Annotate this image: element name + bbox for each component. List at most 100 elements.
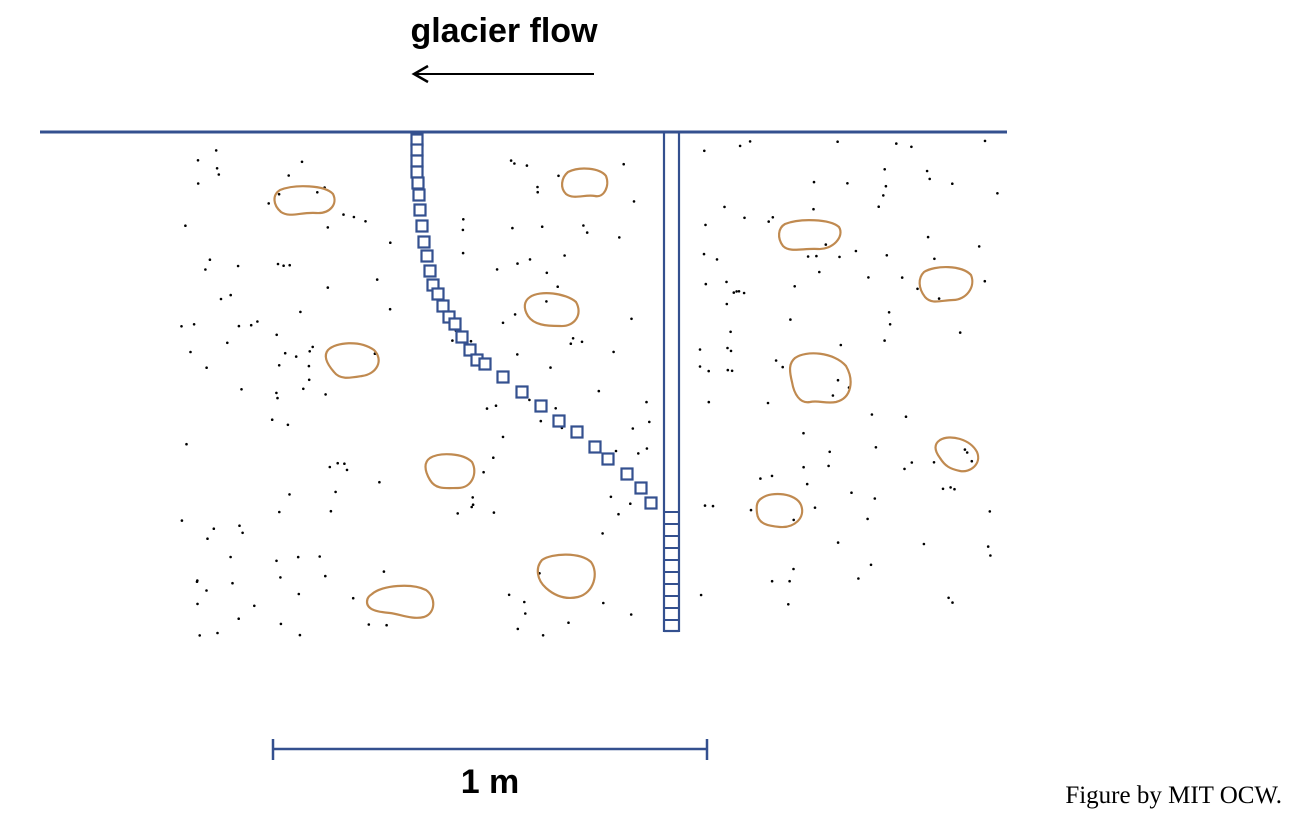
sediment-dot <box>352 215 356 219</box>
sediment-dot <box>874 446 878 449</box>
sediment-dot <box>645 400 648 404</box>
sediment-dot <box>237 324 241 328</box>
sediment-dot <box>288 263 292 267</box>
sediment-dot <box>977 245 981 248</box>
sediment-dot <box>511 226 514 230</box>
sediment-dot <box>771 216 775 219</box>
marker-square <box>534 399 548 413</box>
sediment-dot <box>214 149 218 152</box>
sediment-dot <box>916 287 919 291</box>
sediment-dot <box>904 415 908 419</box>
sediment-dot <box>276 396 279 400</box>
sediment-dot <box>781 365 784 369</box>
sediment-dot <box>857 577 860 580</box>
sediment-dot <box>983 279 987 283</box>
sediment-dot <box>557 174 560 178</box>
sediment-dot <box>597 389 601 393</box>
sediment-dot <box>536 190 539 194</box>
sediment-dot <box>184 224 187 227</box>
clast <box>523 292 580 328</box>
sediment-dot <box>385 623 388 627</box>
scale-label: 1 m <box>461 763 520 801</box>
sediment-dot <box>698 348 702 351</box>
sediment-dot <box>195 580 199 583</box>
marker-square <box>515 385 529 399</box>
sediment-dot <box>812 180 816 184</box>
sediment-dot <box>571 337 575 340</box>
sediment-dot <box>725 280 728 284</box>
sediment-dot <box>196 182 200 185</box>
sediment-dot <box>382 570 386 573</box>
marker-square <box>417 235 431 249</box>
sediment-dot <box>231 581 234 585</box>
sediment-dot <box>806 255 810 258</box>
sediment-dot <box>585 231 589 234</box>
sediment-dot <box>367 623 371 626</box>
sediment-dot <box>870 413 874 416</box>
sediment-dot <box>253 604 256 608</box>
marker-square <box>436 299 450 313</box>
sediment-dot <box>525 164 529 167</box>
sediment-dot <box>836 378 840 382</box>
sediment-dot <box>279 622 283 626</box>
sediment-dot <box>730 369 734 373</box>
sediment-dot <box>723 205 726 209</box>
sediment-dot <box>279 576 282 579</box>
sediment-dot <box>900 276 904 279</box>
sediment-dot <box>637 452 640 455</box>
sediment-dot <box>631 427 635 430</box>
clast <box>536 553 596 600</box>
sediment-dot <box>869 563 873 567</box>
sediment-dot <box>951 601 954 604</box>
sediment-dot <box>983 139 987 143</box>
sediment-dot <box>580 340 584 344</box>
sediment-dot <box>792 567 795 571</box>
sediment-dot <box>877 205 880 208</box>
sediment-dot <box>707 400 711 404</box>
sediment-dot <box>300 160 304 164</box>
sediment-dot <box>196 602 199 606</box>
sediment-dot <box>617 512 620 516</box>
sediment-dot <box>215 167 219 170</box>
sediment-dot <box>462 218 465 221</box>
sediment-dot <box>910 145 913 149</box>
sediment-dot <box>461 228 465 232</box>
sediment-dot <box>307 364 311 368</box>
sediment-dot <box>343 462 346 466</box>
sediment-dot <box>742 291 746 295</box>
sediment-dot <box>501 435 505 439</box>
marker-square <box>431 287 445 301</box>
sediment-dot <box>928 177 931 181</box>
sediment-dot <box>342 213 345 216</box>
sediment-dot <box>827 464 830 468</box>
sediment-dot <box>792 518 795 522</box>
sediment-dot <box>988 510 992 513</box>
clast <box>273 185 336 216</box>
sediment-dot <box>729 349 733 353</box>
sediment-dot <box>774 359 778 362</box>
sediment-dot <box>770 474 774 478</box>
sediment-dot <box>539 419 543 423</box>
sediment-dot <box>883 168 886 171</box>
sediment-dot <box>883 339 886 342</box>
sediment-dot <box>789 318 792 321</box>
sediment-dot <box>922 542 926 546</box>
sediment-dot <box>737 290 741 293</box>
scale-bar <box>271 739 709 760</box>
sediment-dot <box>884 184 888 188</box>
marker-square <box>570 425 584 439</box>
sediment-dot <box>345 468 349 472</box>
marker-square <box>420 249 434 263</box>
sediment-dot <box>941 487 945 491</box>
sediment-dot <box>192 323 196 326</box>
sediment-dot <box>240 388 243 391</box>
sediment-dot <box>836 541 840 544</box>
sediment-dot <box>703 149 706 153</box>
sediment-dot <box>378 480 381 484</box>
sediment-dot <box>873 497 877 500</box>
sediment-dot <box>307 378 311 382</box>
sediment-dot <box>208 258 212 262</box>
clast <box>918 266 974 303</box>
sediment-dot <box>766 401 770 405</box>
sediment-dot <box>802 431 805 435</box>
